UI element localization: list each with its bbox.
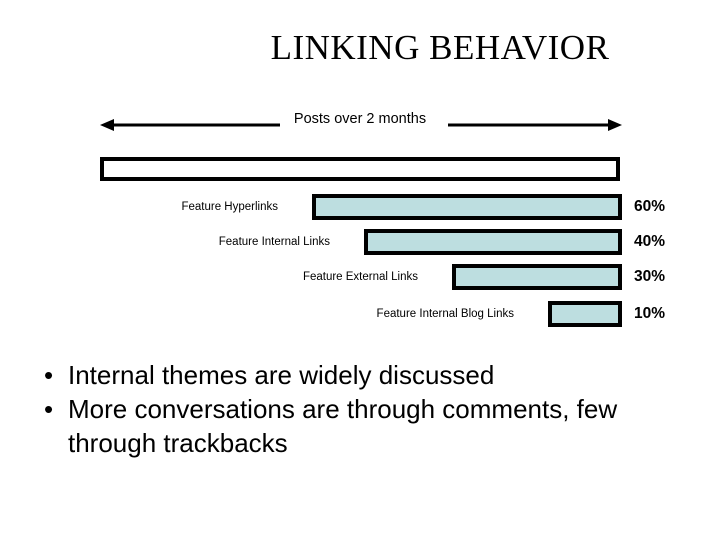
span-arrow-label: Posts over 2 months xyxy=(293,111,427,127)
bar-shape xyxy=(548,301,622,327)
bullet-marker-icon: • xyxy=(44,394,54,424)
bar-value-label: 60% xyxy=(634,198,666,215)
bullet-marker-icon: • xyxy=(44,360,54,390)
bar-value-label: 40% xyxy=(634,233,666,250)
bar-shape xyxy=(364,229,622,255)
arrow-line-left xyxy=(112,123,280,127)
list-item: • More conversations are through comment… xyxy=(40,392,680,460)
table-row: Feature External Links 30% xyxy=(0,264,720,290)
arrow-line-right xyxy=(448,123,610,127)
bar-label: Feature Internal Links xyxy=(218,236,330,248)
list-item: • Internal themes are widely discussed xyxy=(40,358,680,392)
bar-value-label: 10% xyxy=(634,305,666,322)
bar-shape xyxy=(312,194,622,220)
bar-label: Feature External Links xyxy=(302,271,418,283)
arrow-right-icon xyxy=(608,119,622,131)
bullet-list: • Internal themes are widely discussed •… xyxy=(40,358,680,460)
table-row: Feature Hyperlinks 60% xyxy=(0,194,720,220)
bar-label: Feature Hyperlinks xyxy=(181,201,278,213)
page-title: LINKING BEHAVIOR xyxy=(270,28,610,67)
list-item-text: More conversations are through comments,… xyxy=(68,394,618,458)
double-headed-arrow-icon xyxy=(100,119,622,131)
bar-value-label: 30% xyxy=(634,268,666,285)
list-item-text: Internal themes are widely discussed xyxy=(68,360,495,390)
table-row: Feature Internal Blog Links 10% xyxy=(0,301,720,327)
arrow-left-icon xyxy=(100,119,114,131)
bar-label: Feature Internal Blog Links xyxy=(376,308,514,320)
span-arrow xyxy=(96,108,626,144)
bar-shape xyxy=(452,264,622,290)
table-row: Feature Internal Links 40% xyxy=(0,229,720,255)
full-scale-outline-bar xyxy=(100,157,620,181)
